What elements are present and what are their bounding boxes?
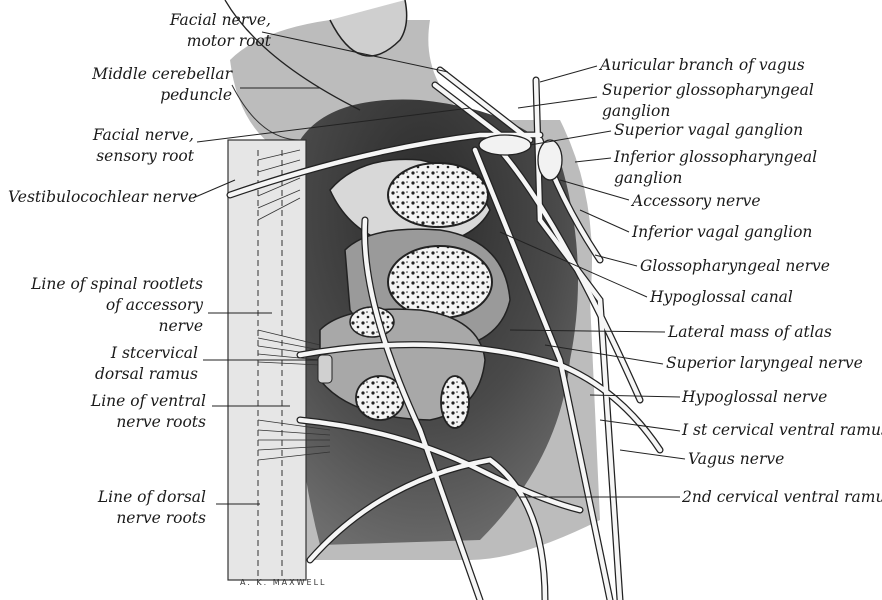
- ganglion: [479, 135, 531, 155]
- label-vagus-nerve: Vagus nerve: [688, 449, 784, 470]
- vertebra-section-right: [441, 376, 469, 428]
- lateral-mass-section: [388, 246, 492, 318]
- label-superior-vagal-ganglion: Superior vagal ganglion: [614, 120, 803, 141]
- label-superior-laryngeal-nerve: Superior laryngeal nerve: [666, 353, 863, 374]
- label-vestibulocochlear-nerve: Vestibulocochlear nerve: [8, 187, 197, 208]
- label-facial-sensory-root: Facial nerve,sensory root: [76, 125, 194, 167]
- label-hypoglossal-nerve: Hypoglossal nerve: [682, 387, 827, 408]
- artist-signature: A. K. MAXWELL: [240, 578, 326, 587]
- label-inferior-vagal-ganglion: Inferior vagal ganglion: [632, 222, 812, 243]
- ganglion: [538, 140, 562, 180]
- label-second-cervical-ventral-ramus: 2nd cervical ventral ramus: [682, 487, 882, 508]
- label-auricular-branch-vagus: Auricular branch of vagus: [600, 55, 805, 76]
- label-glossopharyngeal-nerve: Glossopharyngeal nerve: [640, 256, 830, 277]
- condyle-section: [388, 163, 488, 227]
- label-hypoglossal-canal: Hypoglossal canal: [650, 287, 793, 308]
- label-accessory-nerve: Accessory nerve: [632, 191, 761, 212]
- label-facial-motor-root: Facial nerve,motor root: [156, 10, 271, 52]
- label-lateral-mass-atlas: Lateral mass of atlas: [668, 322, 832, 343]
- label-first-cervical-ventral-ramus: I st cervical ventral ramus: [682, 420, 882, 441]
